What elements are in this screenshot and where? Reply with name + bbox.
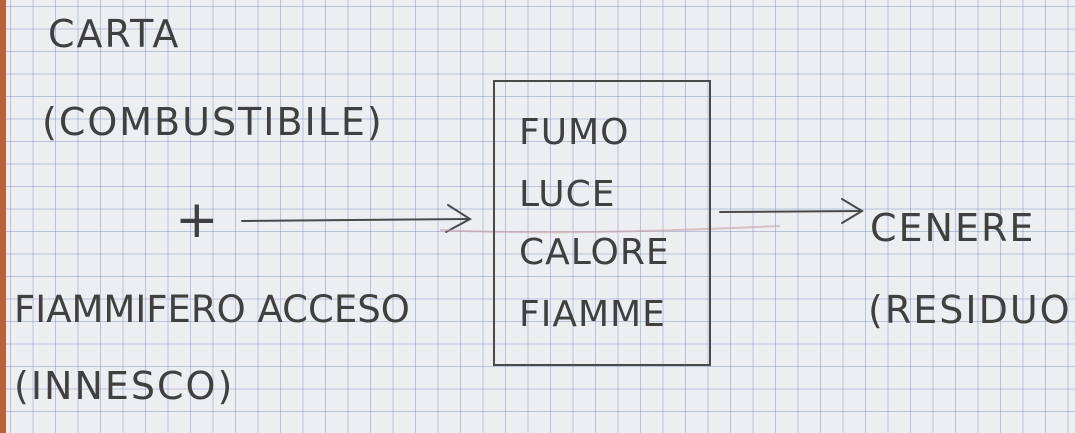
product-role-label: (RESIDUO): [868, 288, 1075, 332]
plus-sign: +: [175, 190, 221, 250]
output-arrow-head: [841, 198, 864, 224]
fuel-role-label: (COMBUSTIBILE): [42, 100, 384, 144]
box-item-fumo: FUMO: [519, 112, 630, 153]
igniter-role-label: (INNESCO): [14, 364, 235, 408]
box-item-luce: LUCE: [519, 174, 616, 215]
input-arrow-head: [445, 204, 472, 233]
paper-fold-crease: [439, 225, 781, 234]
fuel-label: CARTA: [48, 12, 181, 56]
reaction-box: FUMO LUCE CALORE FIAMME: [493, 80, 711, 366]
paper-margin-strip: [0, 0, 6, 433]
output-arrow: [719, 210, 863, 213]
igniter-label: FIAMMIFERO ACCESO: [14, 288, 410, 331]
box-item-calore: CALORE: [519, 232, 670, 273]
input-arrow: [241, 218, 471, 222]
product-label: CENERE: [870, 206, 1036, 250]
box-item-fiamme: FIAMME: [519, 294, 666, 335]
